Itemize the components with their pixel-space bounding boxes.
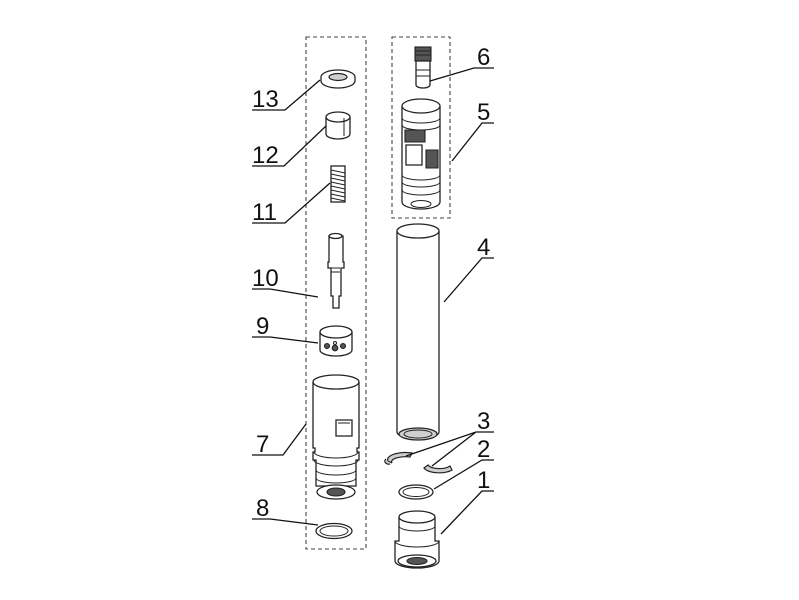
label-12: 12 (252, 142, 279, 169)
label-4: 4 (477, 234, 490, 261)
label-13: 13 (252, 86, 279, 113)
part-13-washer (320, 69, 356, 89)
label-2: 2 (477, 436, 490, 463)
part-11-spring (330, 165, 346, 203)
part-3-split-rings (384, 451, 453, 474)
leader-7 (252, 423, 307, 456)
part-1-end-nut (394, 510, 440, 569)
part-9-valve (319, 325, 353, 357)
label-11: 11 (252, 199, 277, 226)
part-7-barrel (312, 374, 360, 500)
left-assembly-box (305, 36, 367, 550)
label-8: 8 (256, 495, 269, 522)
leader-13 (252, 79, 321, 111)
leader-11 (252, 182, 331, 224)
label-10: 10 (252, 265, 279, 292)
label-1: 1 (477, 467, 490, 494)
label-9: 9 (256, 313, 269, 340)
leader-6 (429, 67, 494, 82)
part-2-o-ring (398, 484, 434, 500)
part-6-valve-stem (414, 46, 432, 89)
upper-right-assembly-box (391, 36, 451, 219)
label-7: 7 (256, 431, 269, 458)
leader-1 (440, 490, 494, 535)
leader-2 (433, 459, 494, 490)
part-8-o-ring (315, 522, 353, 540)
leader-4 (443, 257, 494, 303)
leader-5 (451, 122, 494, 162)
part-4-tube (396, 223, 440, 441)
leader-10 (252, 288, 319, 298)
label-6: 6 (477, 44, 490, 71)
leader-3 (405, 431, 494, 467)
leader-8 (252, 518, 319, 526)
label-5: 5 (477, 99, 490, 126)
part-5-spool (401, 98, 441, 210)
label-3: 3 (477, 408, 490, 435)
part-12-cap (325, 111, 351, 140)
part-10-plunger (327, 232, 345, 309)
leader-12 (252, 125, 327, 167)
leader-9 (252, 336, 319, 344)
